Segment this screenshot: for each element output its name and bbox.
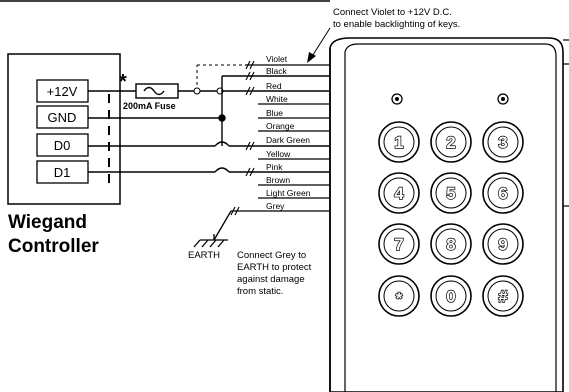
- key-2-label: 2: [446, 133, 455, 152]
- wire-violet-dashed: [193, 64, 245, 95]
- wire-grey-earth: [193, 210, 330, 248]
- terminal-d1-label: D1: [54, 165, 71, 180]
- key-5-label: 5: [446, 184, 455, 203]
- terminal-gnd-label: GND: [48, 110, 77, 125]
- wire-label-light-green: Light Green: [266, 188, 311, 198]
- wire-d0: [88, 141, 330, 147]
- wire-label-red: Red: [266, 81, 282, 91]
- controller-title-line2: Controller: [8, 236, 99, 257]
- grey-note-line2: EARTH to protect: [237, 262, 312, 273]
- violet-note-line2: to enable backlighting of keys.: [333, 19, 460, 30]
- fuse-label: 200mA Fuse: [123, 101, 176, 111]
- terminal-d1: D1: [36, 160, 89, 184]
- terminal-d0-label: D0: [54, 138, 71, 153]
- wire-d1: [88, 167, 330, 173]
- key-2[interactable]: 2: [430, 121, 472, 163]
- key-0[interactable]: 0: [430, 275, 472, 317]
- grey-note-line3: against damage: [237, 274, 305, 285]
- terminal-plus12v: +12V: [36, 79, 89, 103]
- wire-unused-lines: [245, 64, 330, 199]
- key-0-label: 0: [446, 287, 455, 306]
- controller-title-line1: Wiegand: [8, 212, 87, 233]
- wire-label-yellow: Yellow: [266, 149, 291, 159]
- key-7-label: 7: [394, 235, 403, 254]
- right-bracket: [563, 39, 569, 207]
- key-9[interactable]: 9: [482, 223, 524, 265]
- key-1[interactable]: 1: [378, 121, 420, 163]
- terminal-plus12v-label: +12V: [47, 84, 78, 99]
- wire-label-violet: Violet: [266, 54, 288, 64]
- key-8[interactable]: 8: [430, 223, 472, 265]
- grey-note-line4: from static.: [237, 286, 283, 297]
- key-4-label: 4: [394, 184, 404, 203]
- key-3-label: 3: [498, 133, 507, 152]
- key-hash[interactable]: #: [482, 275, 524, 317]
- wire-label-blue: Blue: [266, 108, 283, 118]
- key-9-label: 9: [498, 235, 507, 254]
- key-8-label: 8: [446, 235, 455, 254]
- key-7[interactable]: 7: [378, 223, 420, 265]
- key-star-label: *: [396, 289, 403, 308]
- grey-note-line1: Connect Grey to: [237, 250, 306, 261]
- key-5[interactable]: 5: [430, 172, 472, 214]
- controller-box: [7, 53, 121, 205]
- keypad-enclosure: [329, 37, 564, 392]
- wire-label-orange: Orange: [266, 121, 295, 131]
- key-6[interactable]: 6: [482, 172, 524, 214]
- wire-label-pink: Pink: [266, 162, 283, 172]
- led-left: [391, 93, 403, 105]
- key-1-label: 1: [394, 133, 403, 152]
- terminal-gnd: GND: [36, 105, 89, 129]
- key-3[interactable]: 3: [482, 121, 524, 163]
- led-right: [497, 93, 509, 105]
- wire-label-white: White: [266, 94, 288, 104]
- cable-break-marks: [230, 60, 255, 216]
- wire-label-brown: Brown: [266, 175, 290, 185]
- violet-note-line1: Connect Violet to +12V D.C.: [333, 7, 452, 18]
- wire-black: [221, 75, 330, 118]
- wire-label-grey: Grey: [266, 201, 285, 211]
- key-hash-label: #: [498, 287, 508, 306]
- key-6-label: 6: [498, 184, 507, 203]
- wire-label-dark-green: Dark Green: [266, 135, 310, 145]
- fuse-asterisk: *: [119, 71, 127, 93]
- key-4[interactable]: 4: [378, 172, 420, 214]
- wire-label-black: Black: [266, 66, 288, 76]
- terminal-d0: D0: [36, 133, 89, 157]
- earth-label: EARTH: [188, 250, 220, 261]
- key-star[interactable]: *: [378, 275, 420, 317]
- wire-plus12v: [88, 83, 330, 99]
- violet-note-arrow: [307, 27, 331, 63]
